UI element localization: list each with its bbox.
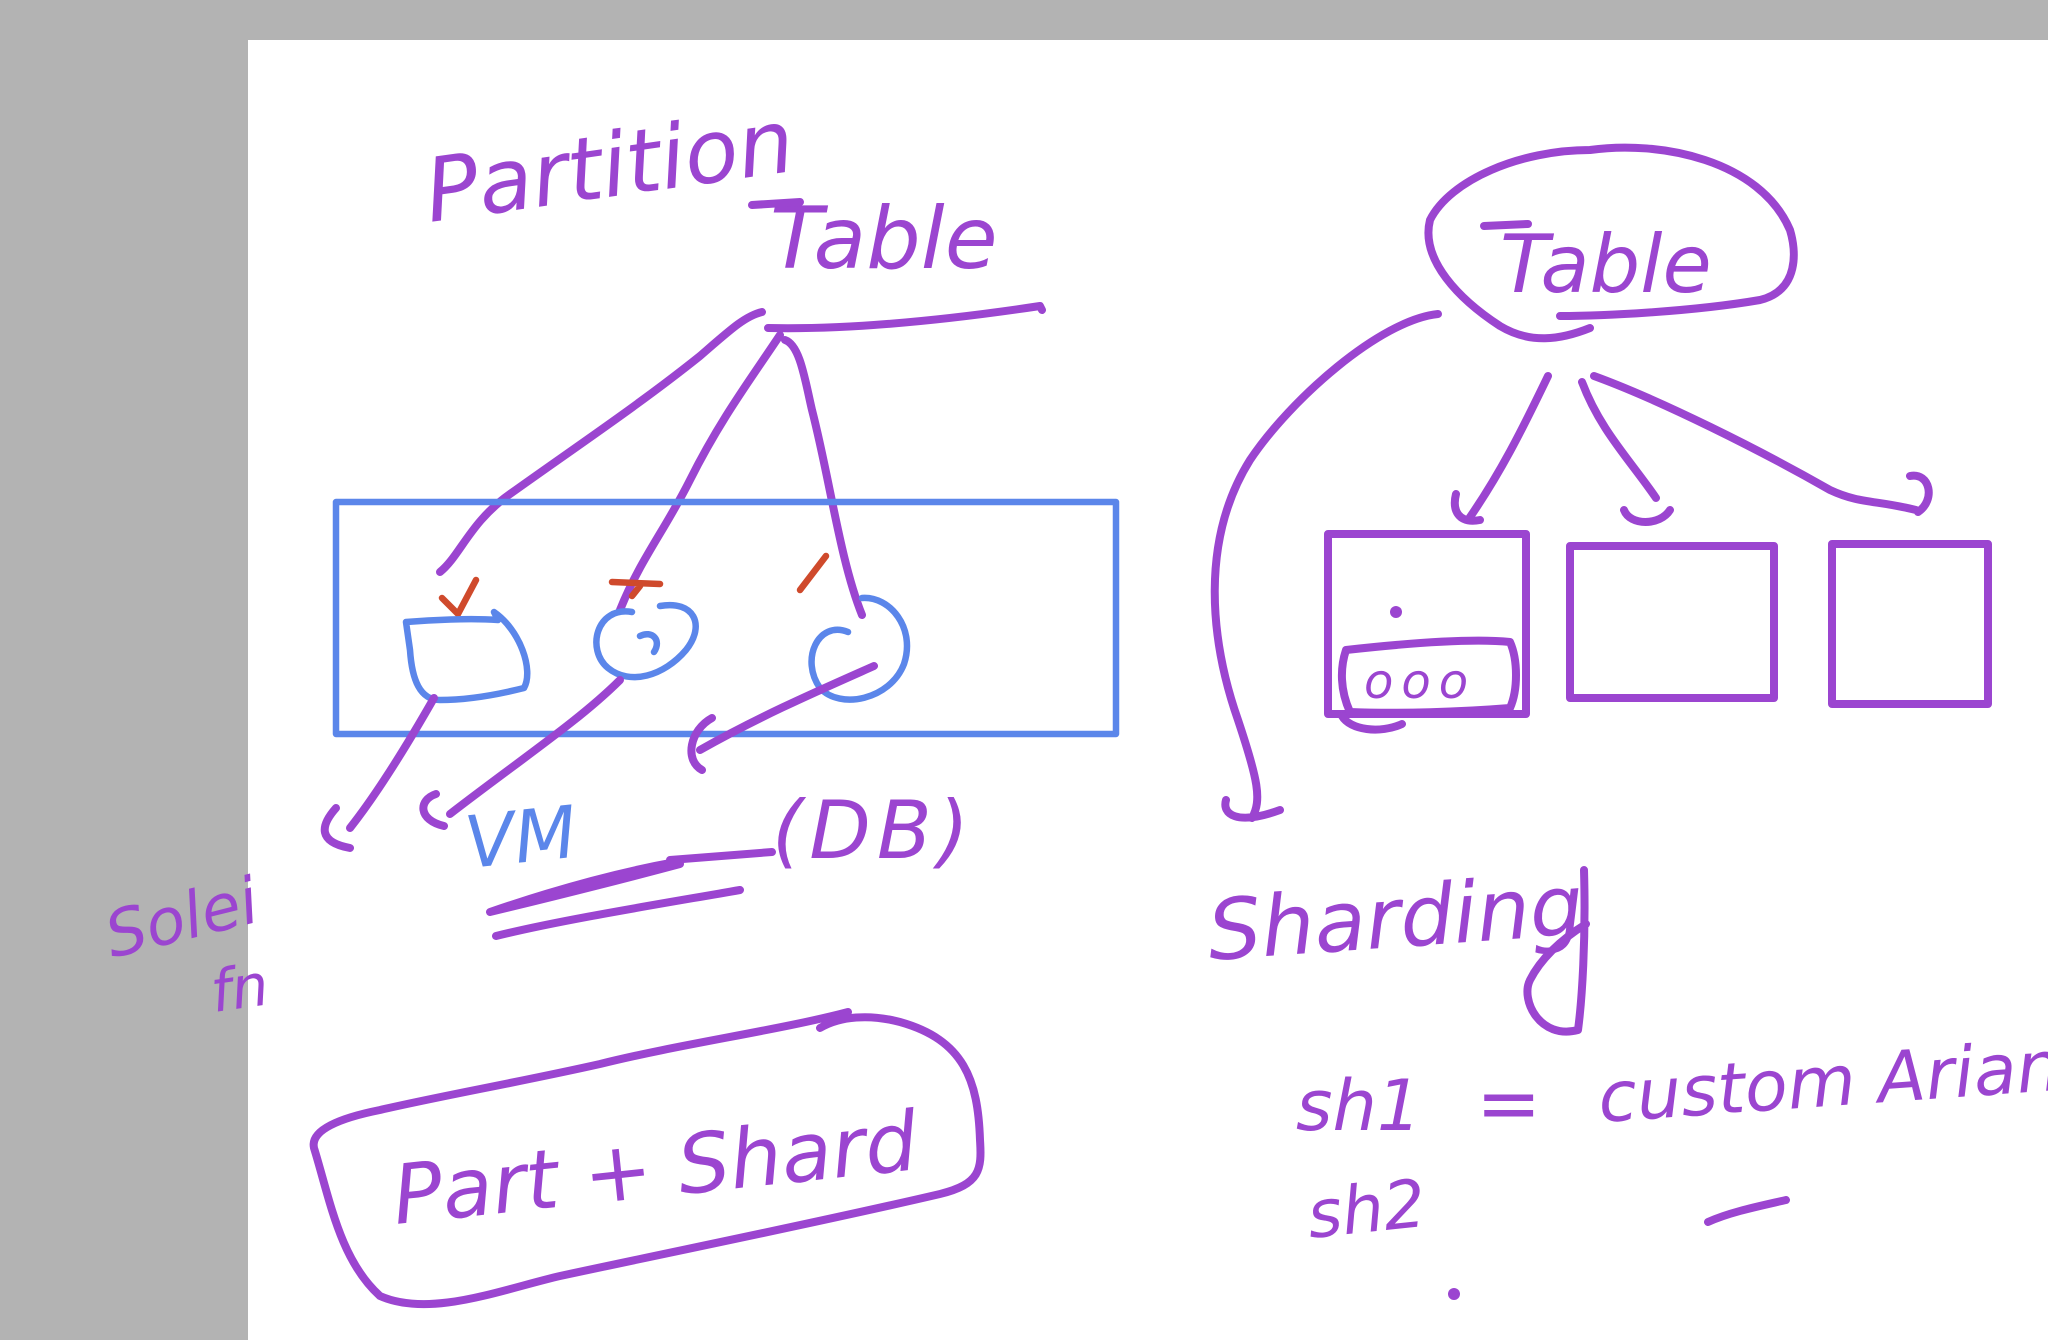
sharding-title: Sharding	[1205, 856, 1587, 980]
arrow-to-side-note	[320, 694, 438, 852]
check-mark-2	[608, 578, 664, 600]
arrow-to-partition-1	[436, 308, 766, 576]
sharding-g-descender	[1523, 866, 1590, 1036]
arrow-to-partition-3	[781, 336, 866, 619]
check-mark-1	[438, 576, 480, 618]
trailing-dot	[1448, 1288, 1460, 1300]
underline-scribble-1	[486, 858, 684, 916]
partition-shape-3	[808, 594, 911, 703]
partition-shape-2-inner	[636, 631, 661, 656]
partition-table-underline	[764, 302, 1046, 333]
table-t-crossbar	[748, 198, 804, 209]
sharding-table-t-crossbar	[1480, 220, 1532, 230]
db-label: (DB)	[772, 784, 975, 877]
vm-to-db-line	[666, 848, 776, 864]
arrow-to-shard-3	[1590, 372, 1933, 516]
part-shard-box	[309, 1008, 985, 1309]
sharding-table-label: Table	[1500, 218, 1712, 311]
shard-1-tail	[1338, 712, 1406, 734]
sh1-label: sh1	[1296, 1065, 1421, 1147]
sh2-label: sh2	[1304, 1165, 1430, 1254]
underline-scribble-2	[492, 886, 744, 940]
partition-shape-1	[402, 608, 531, 704]
arrow-to-shard-2	[1578, 378, 1674, 526]
arrow-to-db	[687, 662, 878, 774]
sharding-table-ellipse	[1424, 143, 1798, 343]
part-shard-label: Part + Shard	[388, 1094, 922, 1244]
shard-box-2	[1566, 542, 1778, 702]
arrow-to-partition-2	[616, 331, 784, 614]
equals-sign: =	[1476, 1059, 1541, 1149]
side-note-line-2: fn	[206, 951, 272, 1026]
vm-label: VM	[461, 790, 581, 885]
check-mark-3	[796, 552, 830, 594]
shard-box-3	[1828, 540, 1992, 708]
shard-1-dot	[1390, 606, 1402, 618]
partition-shape-2	[593, 601, 699, 681]
arrow-to-shard-1	[1450, 372, 1552, 525]
shard-1-records-box	[1337, 636, 1520, 717]
shard-1-records: ooo	[1364, 654, 1476, 710]
arrow-to-vm	[419, 676, 624, 830]
partition-title: Partition	[419, 89, 800, 243]
arrow-to-sharding-label	[1210, 310, 1442, 822]
partition-table-label: Table	[770, 189, 998, 289]
sh2-dash	[1704, 1196, 1790, 1226]
drawing-canvas[interactable]	[248, 40, 2048, 1340]
custom-label: custom Arian	[1595, 1025, 2048, 1139]
